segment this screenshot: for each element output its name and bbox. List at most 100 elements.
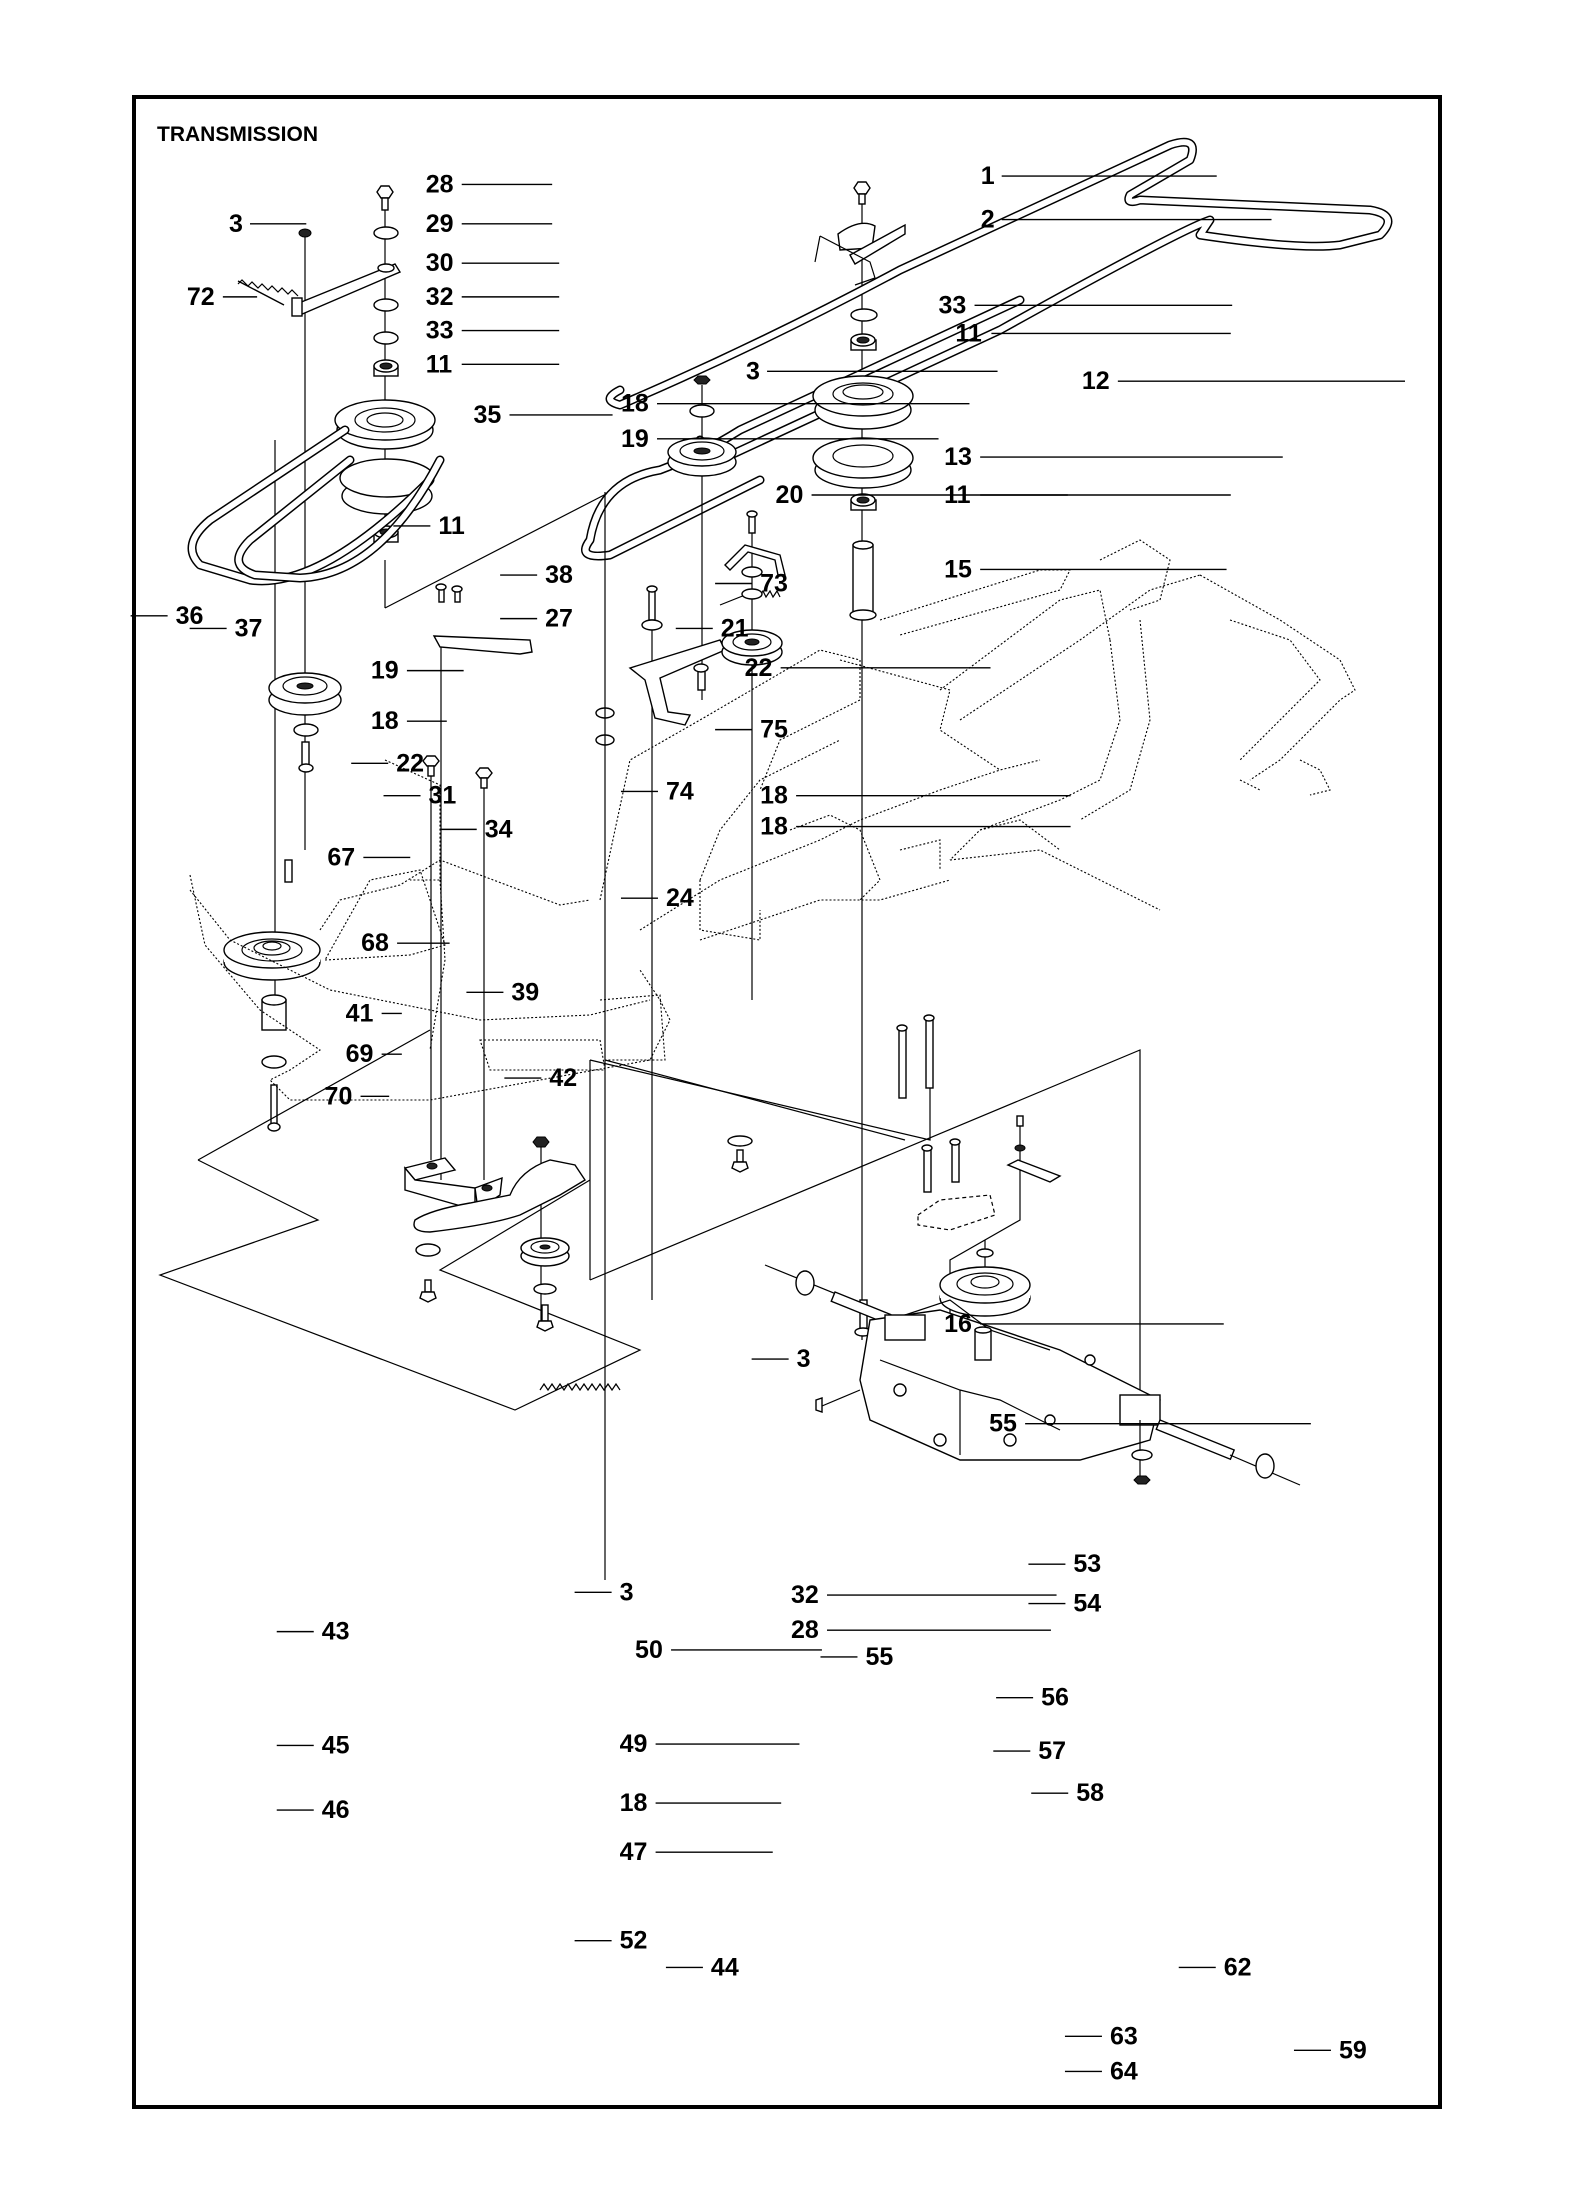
callout-1: 1	[981, 162, 1217, 190]
diagram-title: TRANSMISSION	[157, 123, 318, 146]
callout-29: 29	[426, 210, 553, 238]
lower-idler-assembly	[158, 1020, 1141, 1411]
callout-number: 2	[981, 206, 995, 234]
spring-72-icon	[237, 279, 299, 306]
callout-number: 31	[429, 782, 457, 810]
callout-number: 27	[545, 605, 573, 633]
callout-12: 12	[1082, 367, 1405, 395]
callout-56: 56	[996, 1684, 1069, 1712]
callout-21: 21	[675, 614, 749, 642]
callout-number: 19	[371, 657, 399, 685]
bolt-31-icon	[435, 583, 463, 603]
callout-number: 55	[989, 1410, 1017, 1438]
callout-number: 29	[426, 210, 454, 238]
idler-pulley-49-icon	[520, 1237, 570, 1267]
e-clip-icon	[976, 1248, 994, 1258]
bearing-icon	[850, 333, 877, 351]
callout-35: 35	[473, 401, 613, 429]
callout-46: 46	[276, 1796, 350, 1824]
callout-number: 21	[721, 614, 749, 642]
callout-number: 74	[666, 777, 694, 805]
callout-72: 72	[187, 283, 258, 311]
nut-icon	[298, 228, 312, 238]
callout-45: 45	[276, 1731, 350, 1759]
callout-3: 3	[574, 1578, 634, 1606]
bolt-28-icon	[731, 1149, 749, 1173]
washer-icon	[641, 619, 663, 631]
callout-number: 32	[791, 1581, 819, 1609]
bar-34-icon	[432, 635, 533, 655]
callout-53: 53	[1028, 1550, 1101, 1578]
washer-icon	[373, 331, 399, 345]
callout-19: 19	[621, 425, 939, 453]
washer-icon	[533, 1283, 557, 1295]
callout-number: 39	[511, 978, 539, 1006]
callout-number: 38	[545, 561, 573, 589]
callout-number: 52	[620, 1927, 648, 1955]
callout-number: 50	[635, 1636, 663, 1664]
callout-number: 30	[426, 249, 454, 277]
spacer-41-icon	[261, 994, 287, 1031]
callout-54: 54	[1028, 1590, 1101, 1618]
callout-31: 31	[383, 782, 457, 810]
callout-3: 3	[746, 357, 998, 385]
callout-number: 22	[745, 654, 773, 682]
callout-number: 56	[1041, 1684, 1069, 1712]
main-pulley-assembly	[581, 137, 1393, 1340]
idler-pulley-19-icon	[268, 672, 342, 716]
diagram-frame	[132, 95, 1442, 2109]
callout-number: 58	[1076, 1779, 1104, 1807]
callout-18: 18	[760, 813, 1071, 841]
callout-28: 28	[426, 170, 553, 198]
callout-36: 36	[130, 602, 203, 630]
washer-icon	[741, 588, 763, 600]
idler-arm-21-icon	[628, 639, 726, 726]
key-67-icon	[284, 859, 293, 883]
callout-15: 15	[944, 555, 1227, 583]
callout-34: 34	[439, 815, 513, 843]
callout-3: 3	[751, 1345, 811, 1373]
bolt-75-icon	[746, 510, 758, 534]
callout-55: 55	[820, 1643, 893, 1671]
callout-39: 39	[466, 978, 539, 1006]
callout-number: 15	[944, 555, 972, 583]
callout-44: 44	[665, 1953, 739, 1981]
link-56-icon	[1006, 1159, 1062, 1183]
spring-52-icon	[539, 1382, 621, 1392]
idler-pulley-19-icon	[667, 437, 737, 477]
pin-55-icon	[921, 1138, 961, 1193]
callout-number: 28	[791, 1616, 819, 1644]
callout-73: 73	[715, 570, 788, 598]
callout-number: 43	[322, 1618, 350, 1646]
callout-number: 55	[865, 1643, 893, 1671]
washer-icon	[1131, 1449, 1153, 1461]
bolt-22-icon	[693, 663, 709, 691]
callout-number: 24	[666, 884, 694, 912]
callout-67: 67	[327, 843, 411, 871]
chassis-frame	[189, 539, 1356, 1101]
callout-2: 2	[981, 206, 1272, 234]
callout-number: 12	[1082, 367, 1110, 395]
callout-number: 3	[797, 1345, 811, 1373]
bearing-icon	[373, 359, 399, 377]
callout-50: 50	[635, 1636, 822, 1664]
vent-44-icon	[815, 1397, 823, 1413]
callout-number: 3	[229, 210, 243, 238]
bolt-28-icon	[376, 185, 394, 211]
callout-number: 18	[760, 813, 788, 841]
callout-75: 75	[715, 716, 788, 744]
idler-pulley-24-icon	[721, 629, 783, 666]
callout-28: 28	[791, 1616, 1051, 1644]
spacer-15-icon	[849, 540, 877, 621]
middle-idler-assembly	[422, 375, 786, 1580]
callout-59: 59	[1293, 2036, 1367, 2064]
callout-57: 57	[993, 1737, 1066, 1765]
washer-icon	[373, 226, 399, 240]
callout-37: 37	[189, 614, 262, 642]
tension-arm-30-icon	[291, 263, 402, 317]
washer-icon	[741, 566, 763, 578]
callout-number: 44	[711, 1953, 739, 1981]
callout-number: 63	[1110, 2022, 1138, 2050]
callout-number: 70	[325, 1082, 353, 1110]
